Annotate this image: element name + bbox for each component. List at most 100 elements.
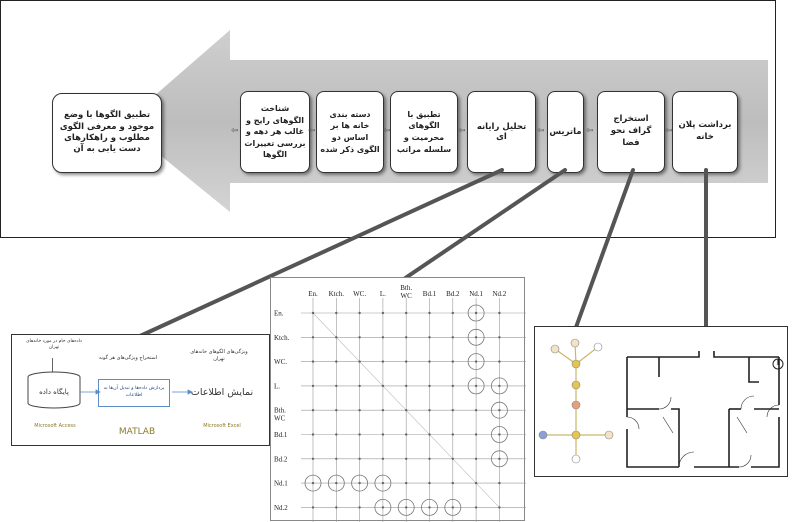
matrix-cell-dot — [335, 481, 338, 485]
step-classification: دسته بندی خانه ها بر اساس دو الگوی ذکر ش… — [316, 91, 384, 173]
matrix-connection-circle — [467, 353, 485, 370]
matrix-connection-circle — [351, 474, 368, 492]
matrix-cell-dot — [498, 481, 501, 485]
processing-label: پردازش داده‌ها و تبدیل آن‌ها به اطلاعات — [103, 386, 165, 399]
matrix-cell-dot — [358, 311, 361, 315]
matrix-cell-dot — [428, 311, 431, 315]
arrow-left-icon: ⇦ — [458, 126, 466, 136]
matrix-column-label: En. — [308, 290, 318, 298]
matrix-cell-dot — [381, 506, 385, 509]
matrix-cell-dot — [381, 336, 385, 339]
matrix-cell-dot — [451, 481, 454, 485]
matrix-row-label: Bth.WC — [274, 407, 286, 423]
plan-graph-panel — [534, 326, 788, 477]
matrix-cell-dot — [358, 409, 361, 412]
matrix-cell-dot — [381, 311, 385, 315]
matrix-cell-dot — [428, 409, 431, 412]
matrix-row-label: Bd.1 — [274, 431, 288, 439]
matrix-cell-dot — [474, 506, 478, 509]
matrix-cell-dot — [405, 481, 408, 485]
matrix-row-label: L. — [274, 382, 280, 390]
matrix-cell-dot — [381, 409, 385, 412]
matrix-row-label: Nd.2 — [274, 504, 288, 512]
matrix-cell-dot — [474, 360, 478, 363]
matrix-cell-dot — [451, 409, 454, 412]
matrix-cell-dot — [335, 409, 338, 412]
matrix-cell-dot — [405, 360, 408, 363]
matrix-connection-circle — [374, 474, 392, 492]
matrix-column-label: Nd.2 — [492, 290, 506, 298]
matrix-cell-dot — [381, 481, 385, 485]
matrix-row-label: Nd.1 — [274, 480, 288, 488]
matrix-cell-dot — [428, 336, 431, 339]
matrix-connection-circle — [467, 328, 485, 346]
matrix-cell-dot — [405, 409, 408, 412]
matrix-cell-dot — [381, 457, 385, 460]
matrix-connection-circle — [467, 377, 485, 395]
matlab-label: MATLAB — [118, 427, 156, 437]
matrix-cell-dot — [451, 336, 454, 339]
matrix-cell-dot — [474, 384, 478, 388]
matrix-cell-dot — [358, 433, 361, 436]
matrix-column-label: WC. — [353, 290, 366, 298]
matrix-connection-circle — [304, 474, 322, 492]
matrix-connection-circle — [444, 498, 462, 516]
matrix-cell-dot — [474, 311, 478, 315]
matrix-cell-dot — [311, 360, 315, 363]
matrix-cell-dot — [335, 457, 338, 460]
matrix-cell-dot — [311, 457, 315, 460]
matrix-cell-dot — [498, 457, 501, 460]
arrow-left-icon: ⇦ — [383, 126, 391, 136]
arrow-left-icon: ⇦ — [231, 126, 239, 136]
processing-box: پردازش داده‌ها و تبدیل آن‌ها به اطلاعات — [98, 379, 170, 407]
matrix-cell-dot — [498, 433, 501, 436]
arrow-left-icon: ⇦ — [665, 126, 673, 136]
matrix-cell-dot — [498, 311, 501, 315]
matrix-connection-circle — [490, 450, 508, 468]
matrix-row-label: WC. — [274, 358, 287, 366]
feature-extract-label: استخراج ویژگی‌های هر گونه — [98, 355, 158, 361]
matrix-cell-dot — [405, 384, 408, 388]
matrix-cell-dot — [498, 409, 501, 412]
step-space-syntax-graph: استخراج گراف نحو فضا — [597, 91, 665, 173]
matrix-cell-dot — [498, 506, 501, 509]
matrix-row-label: Ktch. — [274, 334, 290, 342]
matrix-cell-dot — [311, 409, 315, 412]
matrix-row-label: En. — [274, 310, 284, 318]
excel-label: Microsoft Excel — [203, 423, 241, 429]
arrow-left-icon: ⇦ — [537, 126, 545, 136]
matrix-cell-dot — [335, 384, 338, 388]
matrix-cell-dot — [451, 506, 454, 509]
matrix-cell-dot — [451, 457, 454, 460]
display-info-label: نمایش اطلاعات — [190, 387, 254, 398]
matrix-column-label: Bd.2 — [446, 290, 460, 298]
step-privacy-hierarchy-match: تطبیق با الگوهای محرمیت و سلسله مراتب — [390, 91, 458, 173]
matrix-cell-dot — [358, 506, 361, 509]
matrix-cell-dot — [311, 506, 315, 509]
matrix-cell-dot — [474, 457, 478, 460]
matrix-connection-circle — [397, 498, 415, 516]
matrix-cell-dot — [335, 433, 338, 436]
matrix-cell-dot — [451, 384, 454, 388]
down-line — [52, 358, 53, 372]
matrix-cell-dot — [405, 506, 408, 509]
matrix-column-label: L. — [380, 290, 386, 298]
matrix-cell-dot — [358, 336, 361, 339]
matrix-cell-dot — [428, 506, 431, 509]
matrix-cell-dot — [428, 384, 431, 388]
matrix-cell-dot — [498, 360, 501, 363]
matrix-cell-dot — [498, 336, 501, 339]
access-label: Microsoft Access — [34, 423, 76, 429]
matrix-cell-dot — [335, 336, 338, 339]
matrix-connection-circle — [421, 498, 438, 516]
matrix-cell-dot — [311, 311, 315, 315]
matrix-cell-dot — [428, 433, 431, 436]
step-dominant-patterns: شناخت الگوهای رایج و غالب هر دهه و بررسی… — [240, 91, 310, 173]
raw-data-label: داده‌های خام در مورد خانه‌های تهران — [26, 339, 82, 351]
database-icon — [27, 371, 81, 409]
matrix-cell-dot — [311, 384, 315, 388]
matrix-cell-dot — [358, 384, 361, 388]
matrix-cell-dot — [335, 311, 338, 315]
north-arrow-icon — [772, 358, 784, 370]
